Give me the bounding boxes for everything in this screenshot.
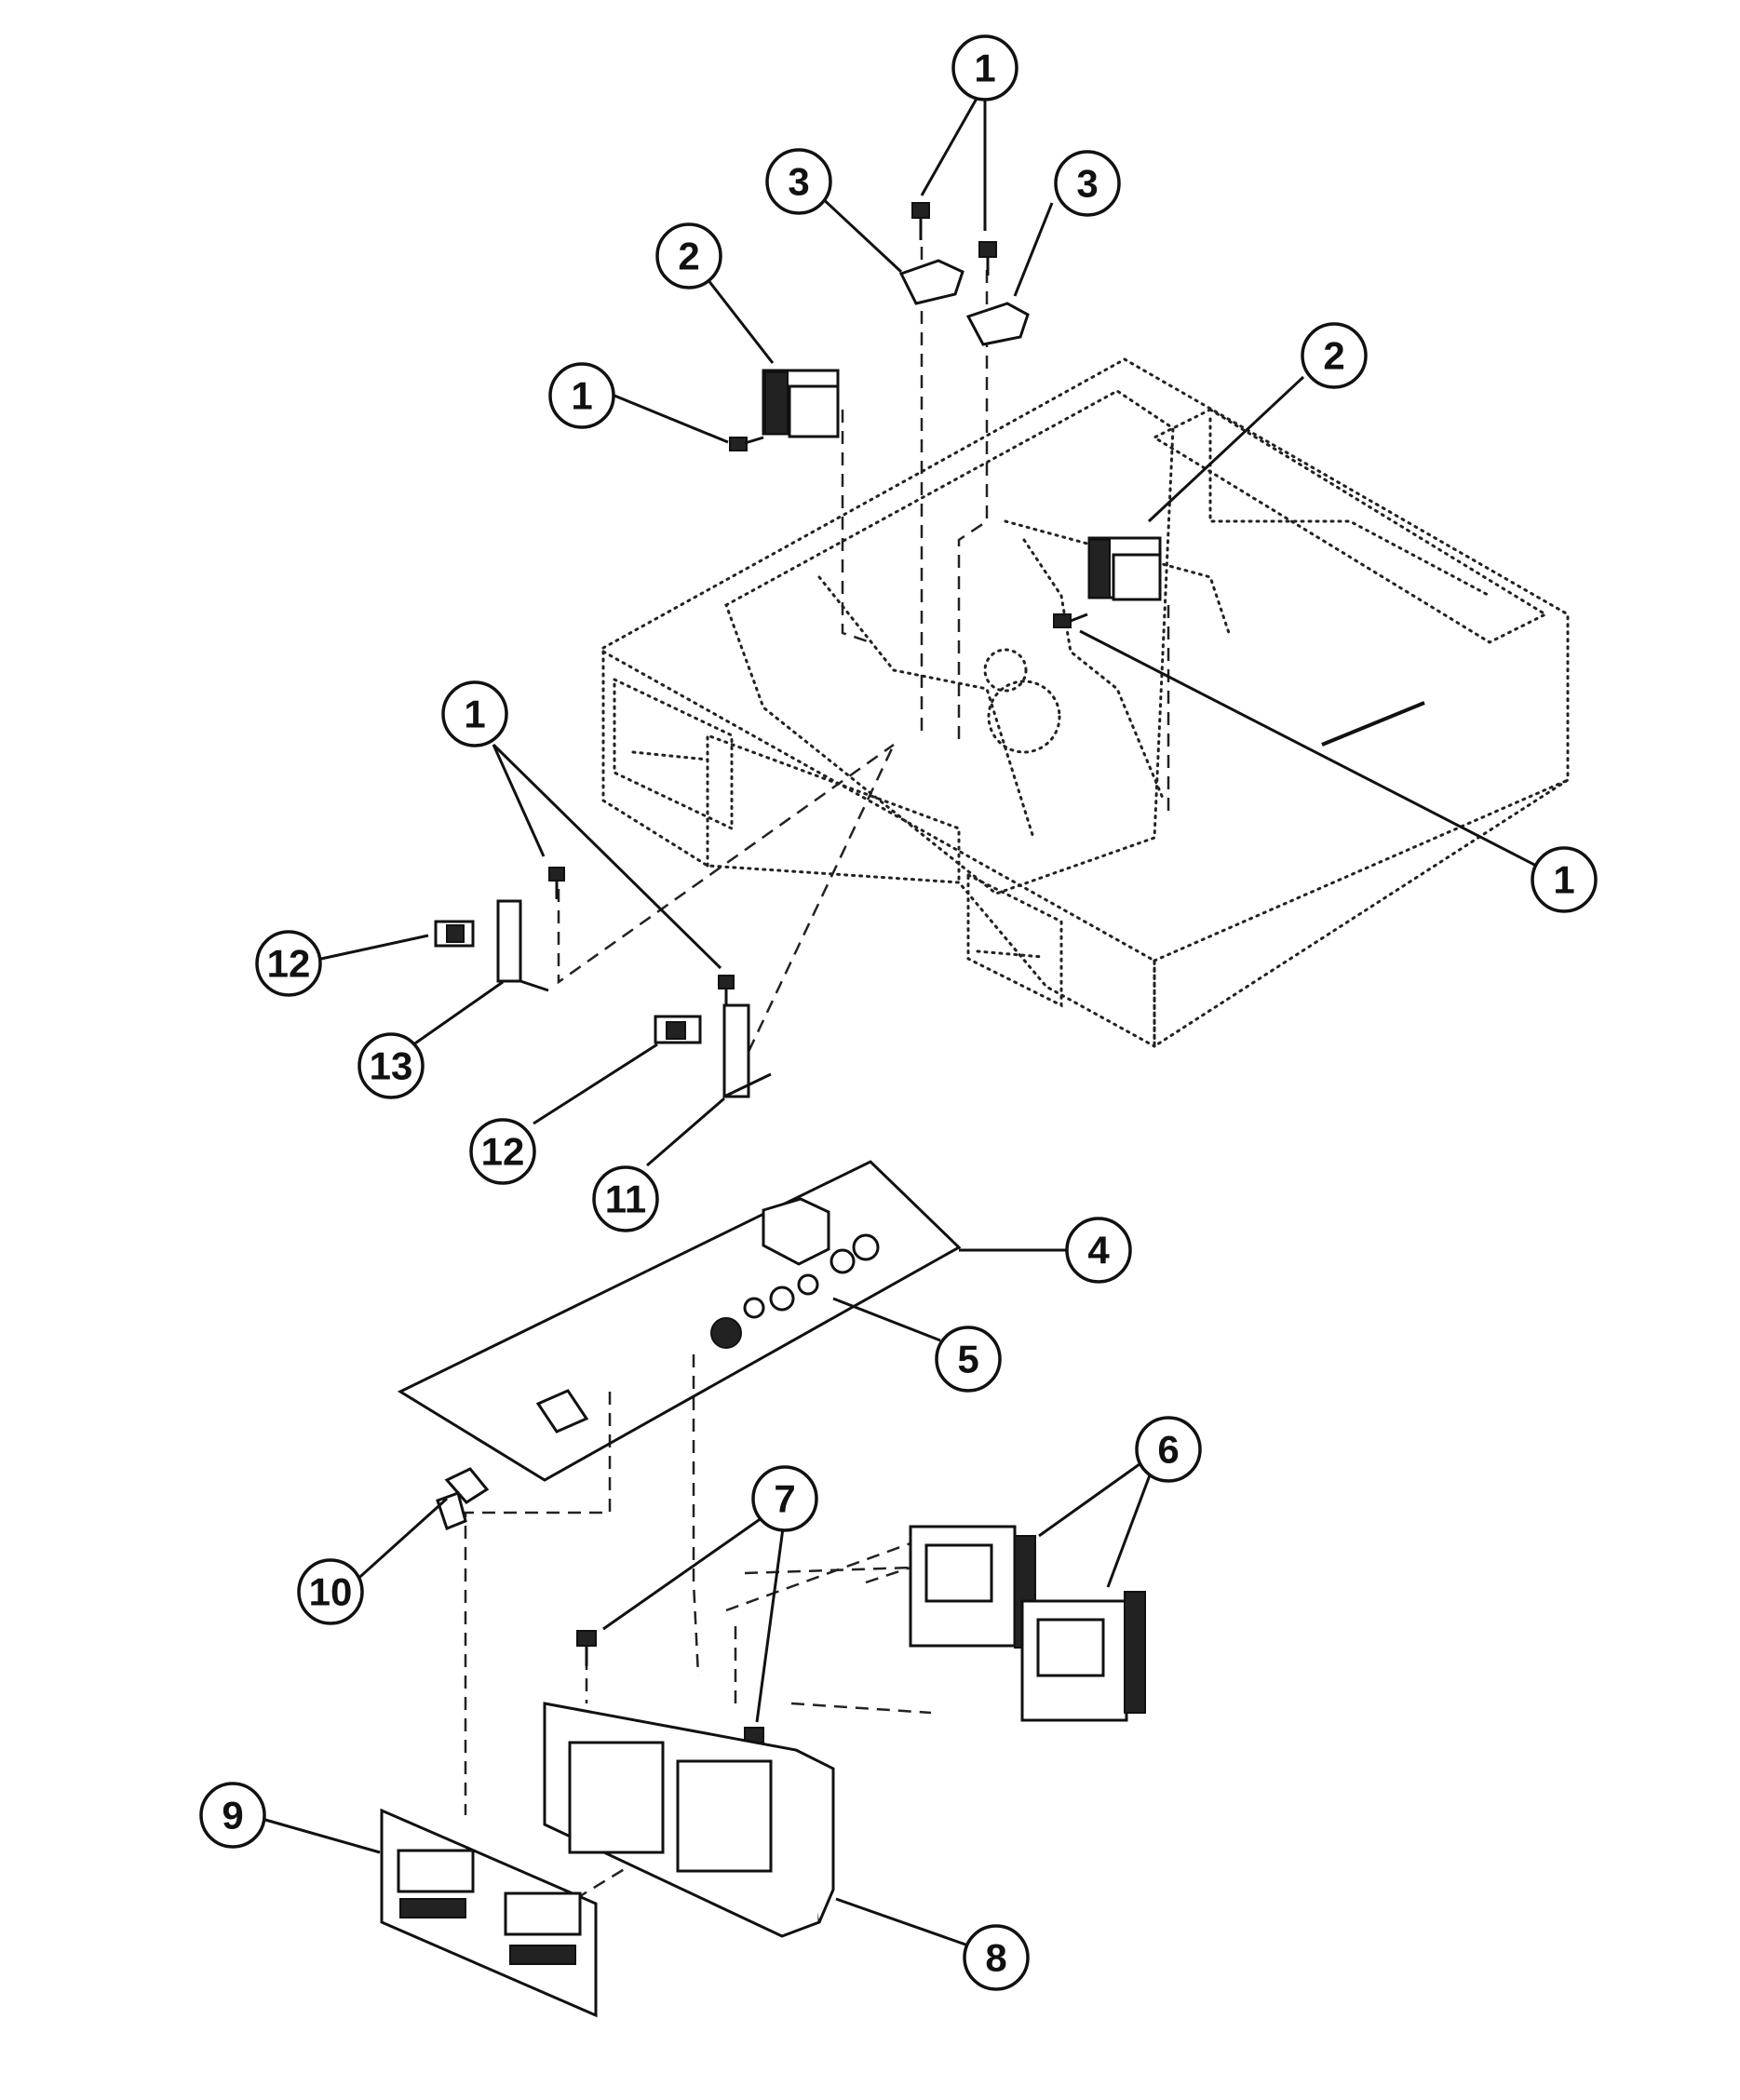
leader-lines [264,83,1546,1947]
callout-c2-left: 2 [655,222,722,289]
callout-c5: 5 [935,1326,1002,1393]
callout-c1-left: 1 [548,362,615,429]
screw-right [1053,612,1088,628]
svg-text:13: 13 [370,1044,413,1088]
svg-text:2: 2 [1323,334,1344,378]
lock-assembly [436,1389,589,1530]
svg-text:6: 6 [1157,1428,1179,1472]
bracket-11 [722,1003,772,1098]
svg-text:1: 1 [464,693,485,736]
svg-text:2: 2 [678,235,699,278]
svg-text:1: 1 [1553,858,1574,902]
bracket-left [898,259,964,305]
callout-c3-left: 3 [765,148,832,215]
svg-text:8: 8 [985,1936,1006,1980]
callout-c8: 8 [963,1924,1030,1991]
screw-top-a [911,202,930,240]
callout-c9: 9 [199,1782,266,1849]
callout-c7: 7 [751,1465,818,1532]
svg-text:1: 1 [571,374,592,418]
screw-left [729,436,764,451]
svg-text:3: 3 [788,160,809,204]
screw-top-b [978,241,997,276]
switch-upper [434,920,475,948]
bracket-13 [496,899,549,992]
coin-meter-2 [1020,1591,1146,1722]
callout-c6: 6 [1135,1416,1202,1483]
screw-mid-b [718,975,735,1007]
svg-text:1: 1 [974,47,995,90]
callout-c4: 4 [1065,1217,1132,1284]
switch-lower [654,1015,702,1044]
svg-text:12: 12 [267,942,311,986]
callout-c12-upper: 12 [255,930,322,997]
callout-c3-right: 3 [1054,150,1121,217]
callout-c1-middle: 1 [441,680,508,747]
overlay-panel [380,1808,598,2018]
svg-text:12: 12 [481,1130,525,1174]
svg-text:11: 11 [605,1178,646,1221]
bracket-right [965,302,1030,346]
callout-c2-right: 2 [1301,322,1368,389]
relay-right [1087,536,1162,601]
callout-c13: 13 [357,1032,425,1099]
screw-7-a [576,1630,597,1666]
svg-text:9: 9 [222,1794,243,1838]
control-panel [543,1702,835,1938]
svg-text:10: 10 [309,1570,353,1614]
callout-c11: 11 [592,1165,659,1232]
svg-text:3: 3 [1076,162,1098,206]
relay-left [762,369,840,438]
callout-c12-lower: 12 [469,1118,536,1185]
svg-text:7: 7 [774,1477,795,1521]
callout-c10: 10 [297,1558,364,1625]
callout-c1-top: 1 [951,34,1018,101]
svg-text:5: 5 [957,1338,978,1381]
coin-meter-1 [909,1525,1036,1649]
svg-text:4: 4 [1087,1229,1110,1272]
callout-c1-right: 1 [1531,846,1598,913]
screw-mid-a [548,867,565,899]
cabinet-base [601,357,1570,1049]
mounting-plate [397,1160,962,1482]
nuts [710,1233,880,1349]
bracket-5 [762,1197,830,1296]
